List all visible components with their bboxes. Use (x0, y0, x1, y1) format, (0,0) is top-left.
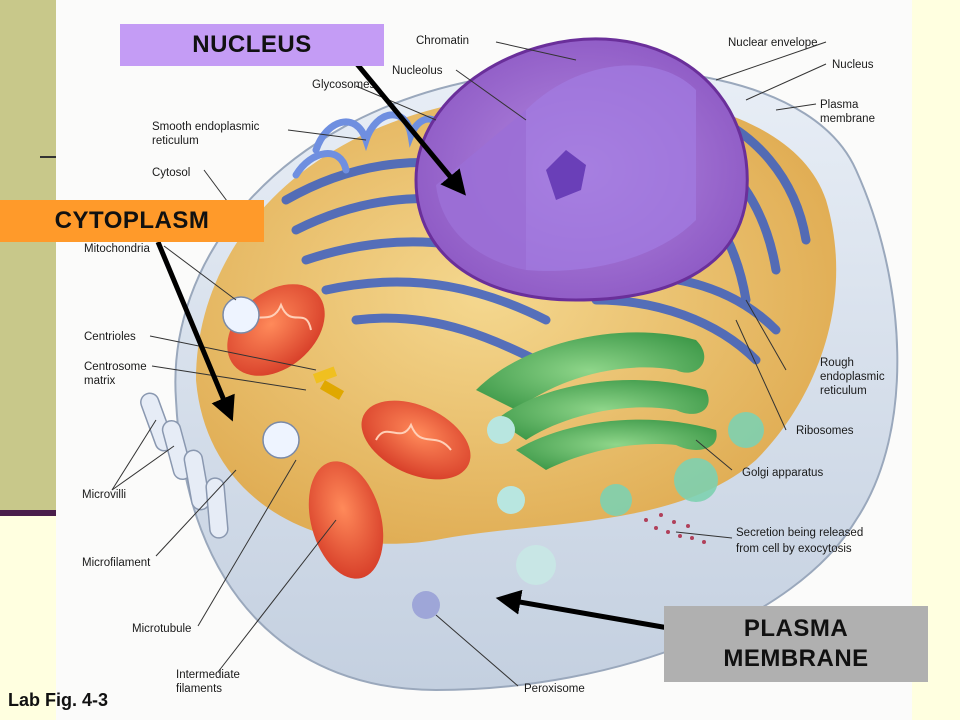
label-microtubule: Microtubule (132, 623, 191, 635)
cytoplasm-callout: CYTOPLASM (0, 200, 264, 242)
label-golgi: Golgi apparatus (742, 467, 823, 479)
label-peroxisome: Peroxisome (524, 683, 585, 695)
microvilli (140, 392, 229, 539)
secretion-dots (644, 513, 706, 544)
label-nucleus: Nucleus (832, 59, 874, 71)
golgi-apparatus (476, 332, 764, 516)
label-rough-er-1: Rough (820, 357, 854, 369)
left-decor-tick (40, 156, 56, 158)
label-chromatin: Chromatin (416, 35, 469, 47)
plasma-callout-line1: PLASMA (743, 615, 849, 642)
label-cytosol: Cytosol (152, 167, 190, 179)
left-decor-underline (0, 510, 56, 516)
label-smooth-er-1: Smooth endoplasmic (152, 121, 260, 133)
label-secretion-2: from cell by exocytosis (736, 543, 852, 555)
label-glycosomes: Glycosomes (312, 79, 376, 91)
label-intermediate-2: filaments (176, 683, 222, 695)
label-ribosomes: Ribosomes (796, 425, 854, 437)
left-decor-band (0, 0, 56, 510)
nucleolus (546, 150, 586, 200)
label-smooth-er-2: reticulum (152, 135, 199, 147)
label-nucleolus: Nucleolus (392, 65, 443, 77)
label-plasma-membrane-2: membrane (820, 113, 875, 125)
label-centrosome-2: matrix (84, 375, 116, 387)
label-centrioles: Centrioles (84, 331, 136, 343)
label-microvilli: Microvilli (82, 489, 126, 501)
peroxisome-shape (412, 591, 440, 619)
plasma-membrane-callout: PLASMA MEMBRANE (664, 606, 928, 682)
label-mitochondria: Mitochondria (84, 243, 150, 255)
plasma-callout-line2: MEMBRANE (723, 645, 869, 672)
label-nuclear-envelope: Nuclear envelope (728, 37, 818, 49)
figure-caption: Lab Fig. 4-3 (8, 690, 109, 710)
nucleus-structure (414, 37, 749, 302)
label-rough-er-3: reticulum (820, 385, 867, 397)
nucleus-callout: NUCLEUS (120, 24, 384, 66)
label-microfilament: Microfilament (82, 557, 151, 569)
label-rough-er-2: endoplasmic (820, 371, 885, 383)
vesicles (222, 296, 556, 619)
label-intermediate-1: Intermediate (176, 669, 240, 681)
cell-diagram: Chromatin Nuclear envelope Nucleolus Nuc… (56, 0, 912, 720)
centrioles (312, 366, 345, 400)
label-centrosome-1: Centrosome (84, 361, 147, 373)
label-secretion-1: Secretion being released (736, 527, 863, 539)
label-plasma-membrane-1: Plasma (820, 99, 859, 111)
